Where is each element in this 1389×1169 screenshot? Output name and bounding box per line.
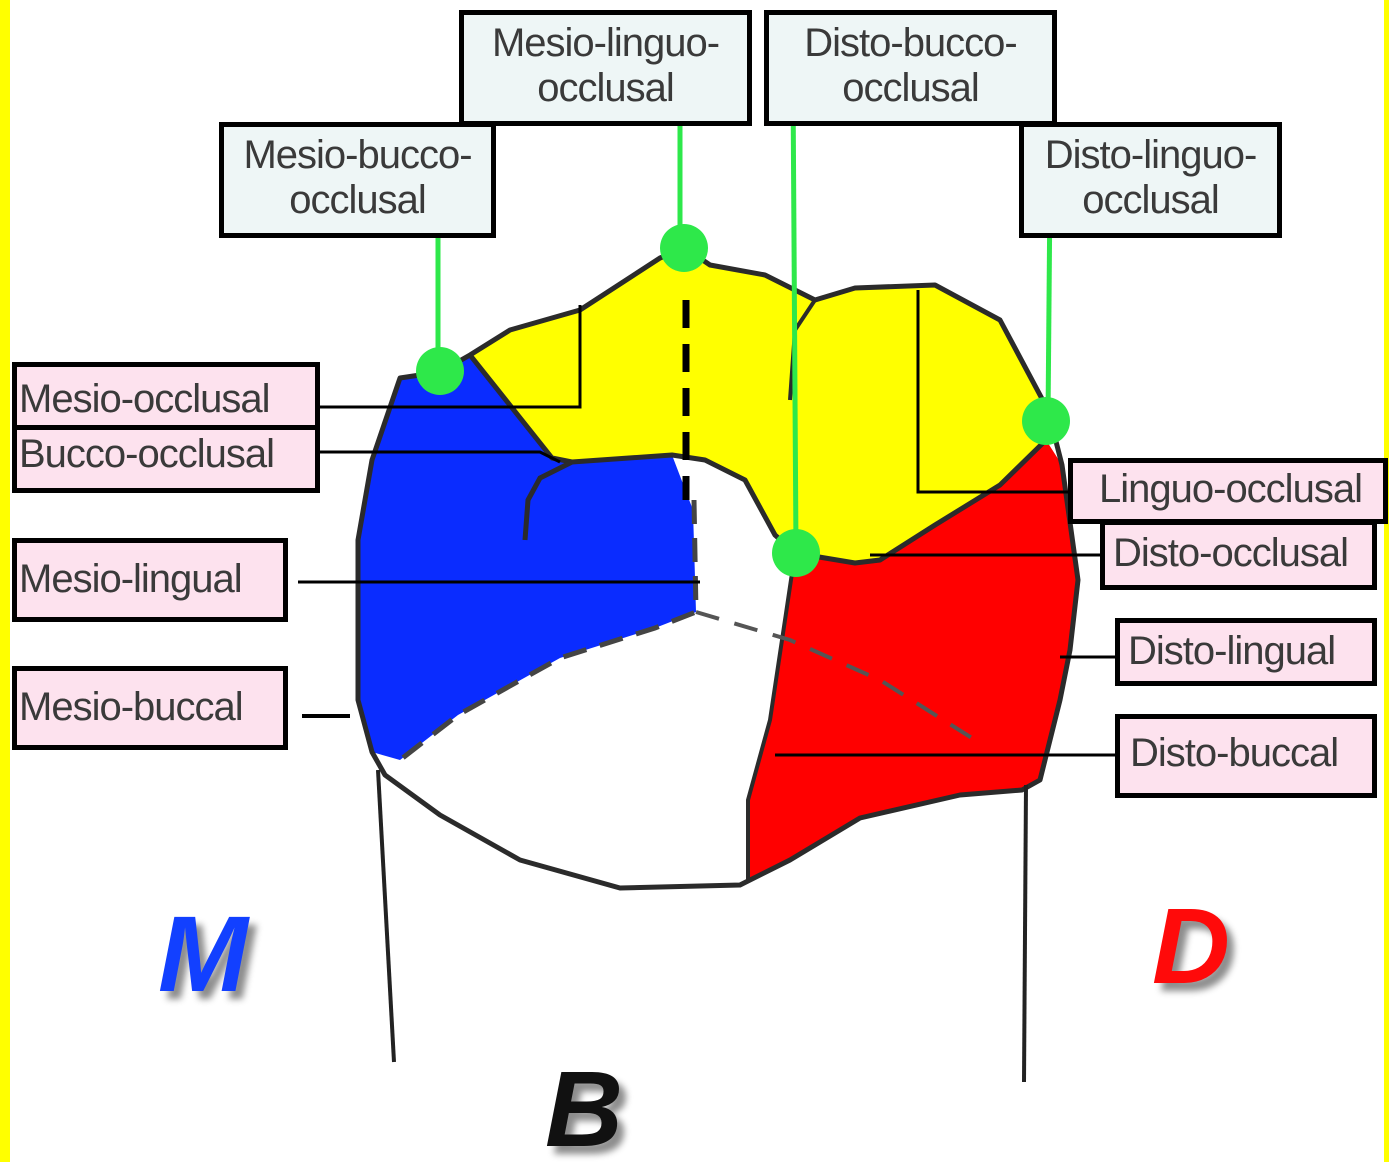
label-disto-linguo-occlusal-line-2: occlusal	[1024, 178, 1277, 223]
distal-letter: D	[1152, 892, 1230, 1000]
label-disto-bucco-occlusal-line-2: occlusal	[769, 66, 1052, 111]
label-disto-buccal: Disto-buccal	[1115, 714, 1377, 798]
label-mesio-occlusal: Mesio-occlusal	[12, 362, 320, 430]
label-mesio-bucco-occlusal-line-1: Mesio-bucco-	[224, 133, 491, 178]
disto-linguo-occlusal-point	[1022, 397, 1070, 445]
label-linguo-occlusal: Linguo-occlusal	[1068, 458, 1388, 524]
label-disto-bucco-occlusal-line-1: Disto-bucco-	[769, 21, 1052, 66]
label-disto-linguo-occlusal-line-1: Disto-linguo-	[1024, 133, 1277, 178]
distal-reference-line	[1024, 785, 1026, 1082]
label-disto-bucco-occlusal: Disto-bucco-occlusal	[764, 10, 1057, 126]
buccal-letter: B	[545, 1055, 623, 1163]
disto-bucco-occlusal-point	[772, 529, 820, 577]
label-mesio-linguo-occlusal: Mesio-linguo-occlusal	[459, 10, 752, 126]
label-mesio-buccal: Mesio-buccal	[12, 666, 288, 750]
mesial-letter: M	[158, 900, 248, 1008]
label-bucco-occlusal: Bucco-occlusal	[12, 425, 320, 493]
label-disto-lingual: Disto-lingual	[1115, 618, 1377, 686]
label-mesio-bucco-occlusal-line-2: occlusal	[224, 178, 491, 223]
label-mesio-lingual: Mesio-lingual	[12, 538, 288, 622]
label-mesio-linguo-occlusal-line-1: Mesio-linguo-	[464, 21, 747, 66]
mesial-reference-line	[378, 770, 394, 1062]
label-disto-occlusal: Disto-occlusal	[1100, 520, 1377, 590]
mesio-bucco-occlusal-point	[416, 347, 464, 395]
label-disto-linguo-occlusal: Disto-linguo-occlusal	[1019, 122, 1282, 238]
label-mesio-bucco-occlusal: Mesio-bucco-occlusal	[219, 122, 496, 238]
disto-bucco-occlusal-leader	[793, 84, 796, 552]
label-mesio-linguo-occlusal-line-2: occlusal	[464, 66, 747, 111]
mesio-linguo-occlusal-point	[660, 224, 708, 272]
